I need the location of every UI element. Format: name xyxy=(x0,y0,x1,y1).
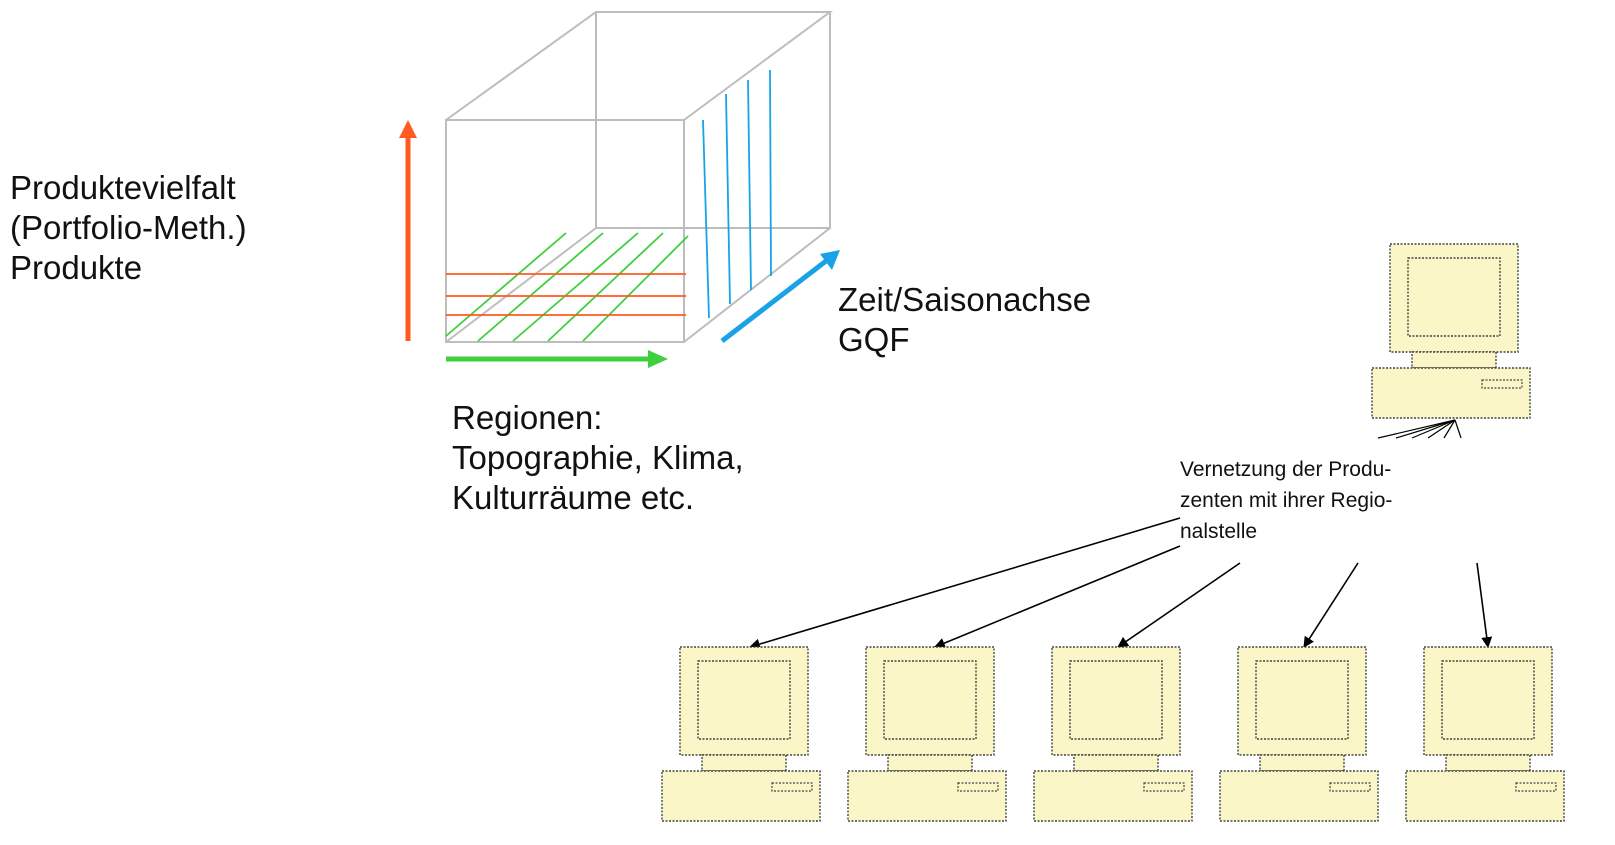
connection-arrows xyxy=(748,517,1493,650)
depth-axis-label-line: Zeit/Saisonachse xyxy=(838,281,1092,318)
producer-computer-icon xyxy=(1219,646,1379,822)
horizontal-axis-arrow xyxy=(446,350,668,368)
vertical-axis-label-line: Produktevielfalt xyxy=(10,169,236,206)
vertical-axis-label-line: (Portfolio-Meth.) xyxy=(10,209,247,246)
producer-computer-icon xyxy=(1033,646,1193,822)
product-grid-lines xyxy=(446,273,686,316)
producer-computer-icon xyxy=(1405,646,1565,822)
producer-computer-icon xyxy=(847,646,1007,822)
horizontal-axis-label: Regionen: Topographie, Klima, Kulturräum… xyxy=(452,398,744,518)
horizontal-axis-label-line: Kulturräume etc. xyxy=(452,479,695,516)
depth-axis-label-line: GQF xyxy=(838,321,910,358)
horizontal-axis-label-line: Regionen: xyxy=(452,399,603,436)
network-caption-line: zenten mit ihrer Regio- xyxy=(1180,489,1393,512)
producer-computer-icon xyxy=(661,646,821,822)
vertical-axis-label-line: Produkte xyxy=(10,249,143,286)
depth-axis-label: Zeit/Saisonachse GQF xyxy=(838,280,1091,360)
depth-axis-arrow xyxy=(720,250,840,343)
network-caption-line: nalstelle xyxy=(1180,520,1258,543)
cube xyxy=(445,11,834,343)
vertical-axis-arrow xyxy=(399,120,417,341)
regional-office-computer-icon xyxy=(1371,243,1531,419)
region-grid-lines xyxy=(445,232,689,342)
vertical-axis-label: Produktevielfalt (Portfolio-Meth.) Produ… xyxy=(10,168,247,288)
time-grid-lines xyxy=(702,69,772,319)
horizontal-axis-label-line: Topographie, Klima, xyxy=(452,439,744,476)
network-caption: Vernetzung der Produ- zenten mit ihrer R… xyxy=(1180,454,1392,547)
network-caption-line: Vernetzung der Produ- xyxy=(1180,458,1392,481)
connection-fan xyxy=(1377,419,1462,439)
